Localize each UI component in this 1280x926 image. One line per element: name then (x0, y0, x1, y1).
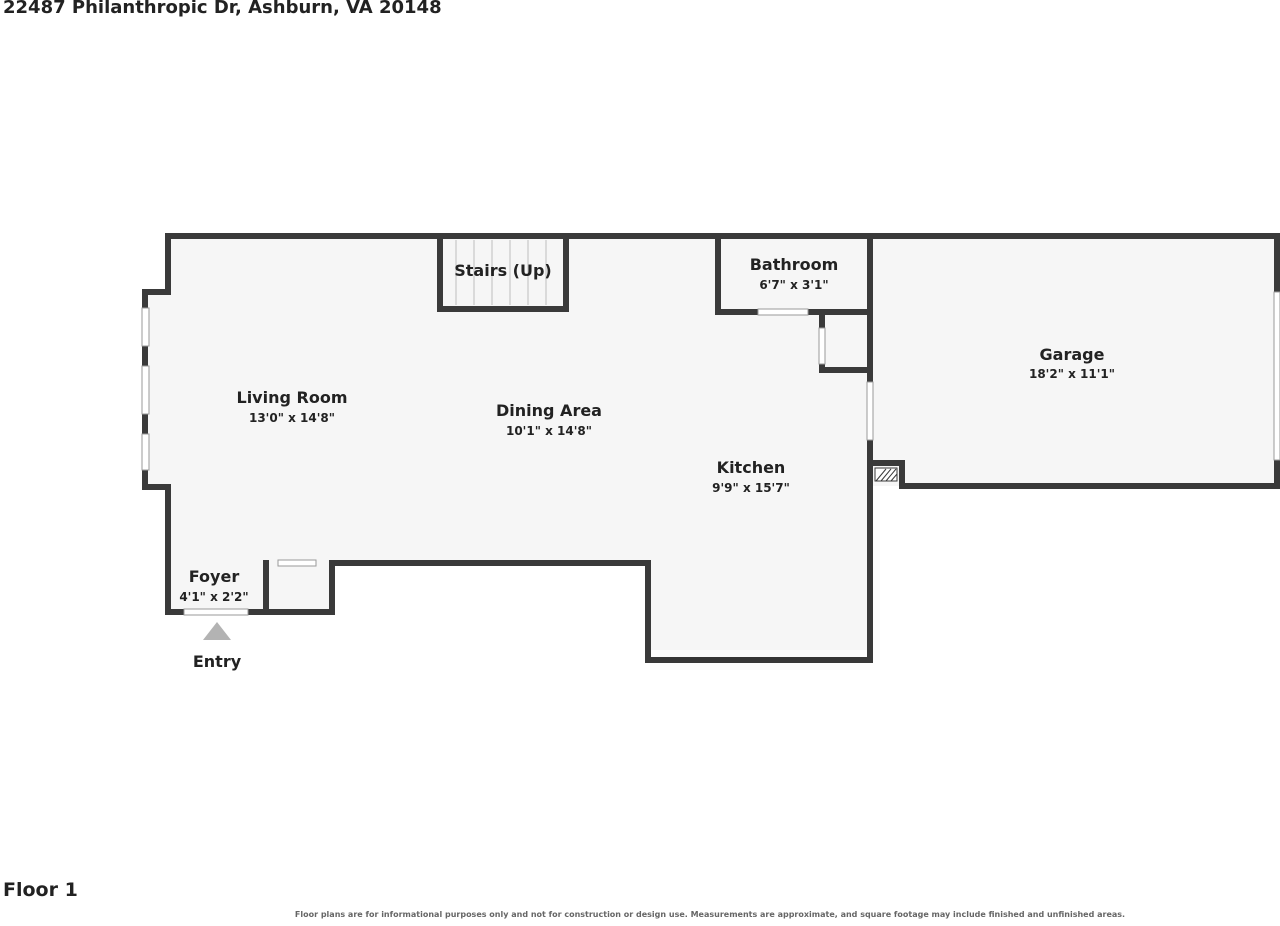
window-left-3 (141, 433, 150, 471)
address-title: 22487 Philanthropic Dr, Ashburn, VA 2014… (3, 0, 442, 18)
bathroom-dims: 6'7" x 3'1" (759, 278, 828, 292)
entry-label: Entry (193, 652, 242, 671)
foyer-label: Foyer (189, 567, 240, 586)
foyer-dims: 4'1" x 2'2" (179, 590, 248, 604)
entry-arrow-icon (203, 622, 231, 640)
floor-area (145, 236, 868, 650)
stair-treads (455, 240, 547, 305)
dining-area-label: Dining Area (496, 401, 602, 420)
closet-door (818, 327, 826, 365)
living-room-dims: 13'0" x 14'8" (249, 411, 335, 425)
garage-window (1273, 291, 1280, 461)
garage-label: Garage (1040, 345, 1105, 364)
bathroom-door (757, 308, 809, 316)
entry-door (183, 608, 249, 616)
kitchen-label: Kitchen (717, 458, 786, 477)
foyer-closet-door (277, 559, 317, 567)
window-left-2 (141, 365, 150, 415)
bathroom-label: Bathroom (750, 255, 839, 274)
garage-floor (870, 236, 1277, 486)
openings (141, 291, 1280, 616)
kitchen-garage-door (866, 381, 874, 441)
utility-hatch (874, 467, 898, 482)
walls (142, 233, 1280, 663)
window-left-1 (141, 307, 150, 347)
stairs-label: Stairs (Up) (454, 261, 552, 280)
dining-area-dims: 10'1" x 14'8" (506, 424, 592, 438)
garage-dims: 18'2" x 11'1" (1029, 367, 1115, 381)
floor-label: Floor 1 (3, 879, 78, 901)
kitchen-dims: 9'9" x 15'7" (712, 481, 790, 495)
disclaimer-text: Floor plans are for informational purpos… (294, 910, 1126, 919)
living-room-label: Living Room (237, 388, 348, 407)
